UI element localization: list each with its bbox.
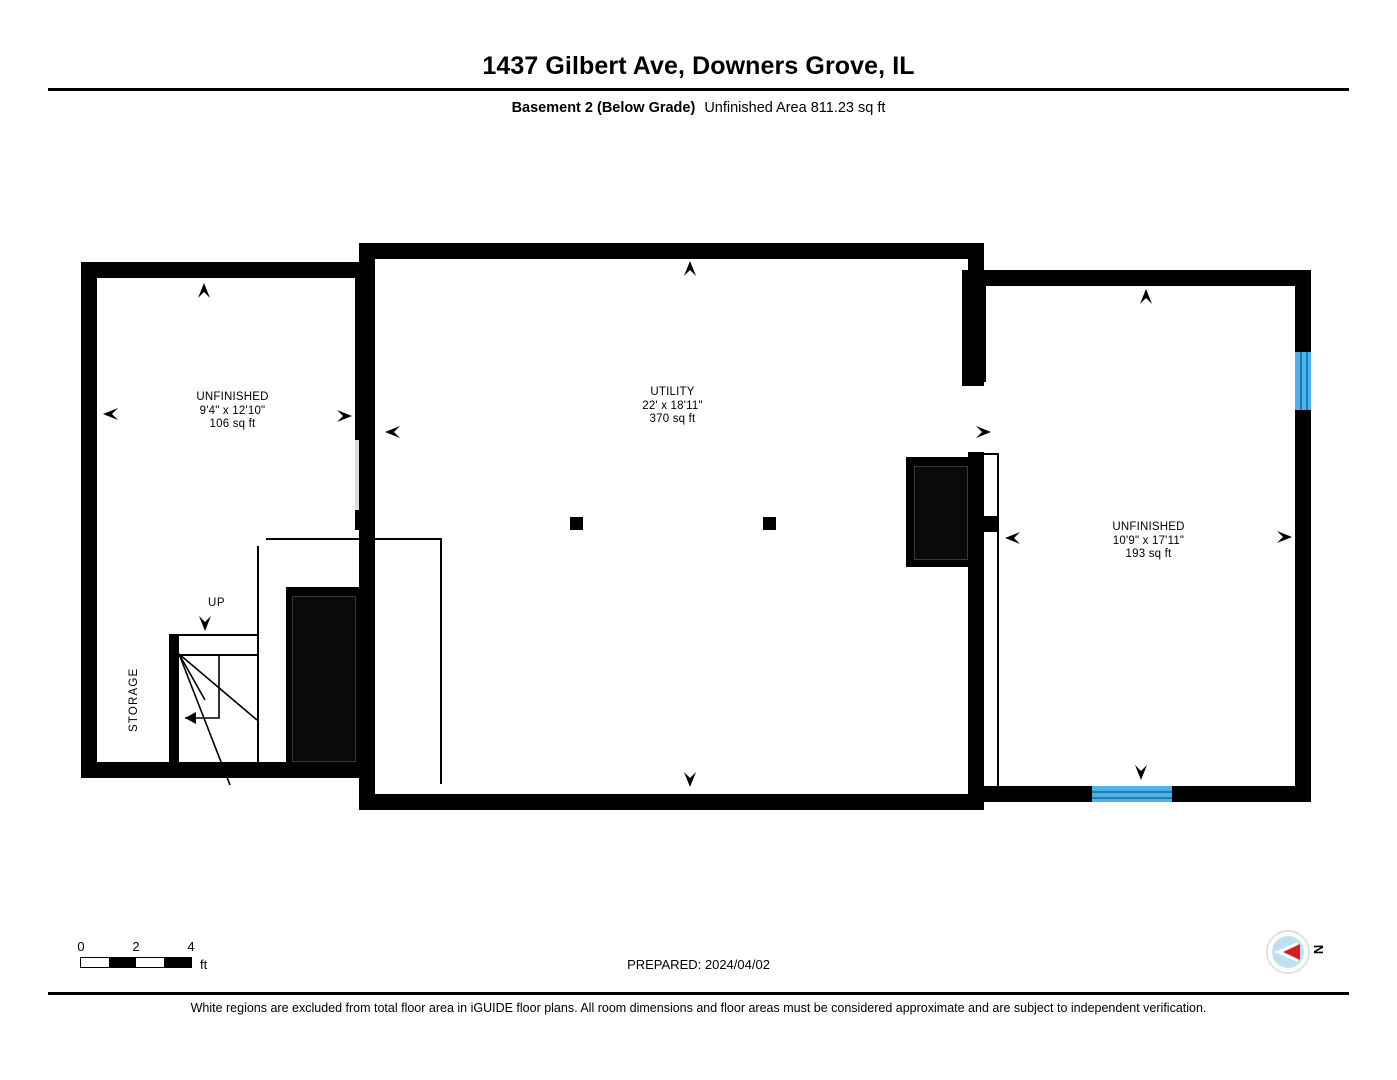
compass-rose-icon xyxy=(1264,928,1312,976)
chase-outline-vertical-right xyxy=(997,453,999,795)
stair-landing-outline-mid xyxy=(179,654,258,656)
view-arrow-right-room-west-notch xyxy=(1014,532,1020,544)
wall-right-room-outer-upper xyxy=(1295,270,1311,352)
window-east-wall xyxy=(1295,352,1311,410)
chase-door-jamb xyxy=(984,516,998,532)
room-label-storage: STORAGE xyxy=(128,667,140,732)
page-title: 1437 Gilbert Ave, Downers Grove, IL xyxy=(482,52,915,80)
stair-area-outline-left xyxy=(257,546,259,766)
view-arrow-left-room-north-notch xyxy=(198,292,210,298)
scale-tick-labels: 0 2 4 xyxy=(60,939,230,955)
title-divider xyxy=(48,88,1349,91)
footer-divider xyxy=(48,992,1349,995)
wall-utility-bottom xyxy=(359,794,984,810)
wall-left-room-outer xyxy=(81,262,97,778)
level-subtitle: Basement 2 (Below Grade) Unfinished Area … xyxy=(0,100,1397,116)
level-label: Basement 2 (Below Grade) xyxy=(511,100,696,116)
view-arrow-utility-south-notch xyxy=(684,772,696,778)
room-area: 370 sq ft xyxy=(649,413,696,425)
wall-left-room-top xyxy=(81,262,371,278)
scale-seg-3 xyxy=(136,958,164,967)
chase-outline-bottom xyxy=(962,380,986,382)
scale-bar xyxy=(80,957,192,968)
room-label-unfinished-left: UNFINISHED 9'4" x 12'10" 106 sq ft xyxy=(160,391,305,432)
view-arrow-left-room-west-notch xyxy=(112,408,118,420)
wall-stair-left xyxy=(169,634,179,766)
room-dimensions: 9'4" x 12'10" xyxy=(199,404,266,417)
scale-seg-2 xyxy=(108,958,136,967)
window-east-mullion-1 xyxy=(1300,352,1302,410)
stair-enclosure-inner xyxy=(292,596,356,762)
compass-north-label: N xyxy=(1311,944,1327,955)
scale-tick-2: 4 xyxy=(187,939,195,954)
stair-area-outline-top xyxy=(266,538,442,540)
chase-outline-top-edge xyxy=(984,453,998,455)
room-dimensions: 10'9" x 17'11" xyxy=(1112,534,1185,547)
wall-right-room-top xyxy=(984,270,1311,286)
prepared-date: PREPARED: 2024/04/02 xyxy=(627,957,770,972)
scale-tick-0: 0 xyxy=(77,939,85,954)
wall-utility-left xyxy=(359,243,375,810)
wall-right-room-outer-lower xyxy=(1295,410,1311,802)
stair-area-outline-right xyxy=(440,538,442,784)
area-label: Unfinished Area 811.23 sq ft xyxy=(704,100,886,116)
window-south-wall xyxy=(1092,786,1172,802)
mechanical-equipment-inner xyxy=(914,466,968,560)
room-name: UNFINISHED xyxy=(1112,521,1185,533)
scale-tick-1: 2 xyxy=(132,939,140,954)
scale-seg-4 xyxy=(163,958,191,967)
view-arrow-right-room-north-notch xyxy=(1140,298,1152,304)
view-arrow-utility-east-notch xyxy=(976,426,982,438)
room-label-utility: UTILITY 22' x 18'11" 370 sq ft xyxy=(600,386,745,427)
wall-interior-chase-top xyxy=(962,270,984,386)
support-column-left xyxy=(570,517,583,530)
room-area: 193 sq ft xyxy=(1125,548,1172,560)
room-name: UTILITY xyxy=(650,386,695,398)
room-dimensions: 22' x 18'11" xyxy=(642,399,703,412)
room-label-unfinished-right: UNFINISHED 10'9" x 17'11" 193 sq ft xyxy=(1076,521,1221,562)
view-arrow-right-room-south-notch xyxy=(1135,765,1147,771)
chase-outline-vertical-left xyxy=(984,280,986,380)
disclaimer-text: White regions are excluded from total fl… xyxy=(190,1001,1207,1015)
view-arrow-right-room-east-notch xyxy=(1277,531,1283,543)
support-column-right xyxy=(763,517,776,530)
view-arrow-left-room-east-notch xyxy=(337,410,343,422)
scale-seg-1 xyxy=(81,958,109,967)
room-name: UNFINISHED xyxy=(196,391,269,403)
wall-utility-top xyxy=(359,243,984,259)
window-south-mullion-1 xyxy=(1092,791,1172,793)
room-area: 106 sq ft xyxy=(209,418,256,430)
window-south-mullion-2 xyxy=(1092,797,1172,799)
scale-unit-label: ft xyxy=(200,957,208,972)
view-arrow-utility-west-notch xyxy=(394,426,400,438)
stair-landing-outline-top xyxy=(179,634,258,636)
stairs-up-label: UP xyxy=(208,597,226,609)
view-arrow-stairs-up-notch xyxy=(199,616,211,622)
view-arrow-utility-north-notch xyxy=(684,270,696,276)
window-east-mullion-2 xyxy=(1306,352,1308,410)
